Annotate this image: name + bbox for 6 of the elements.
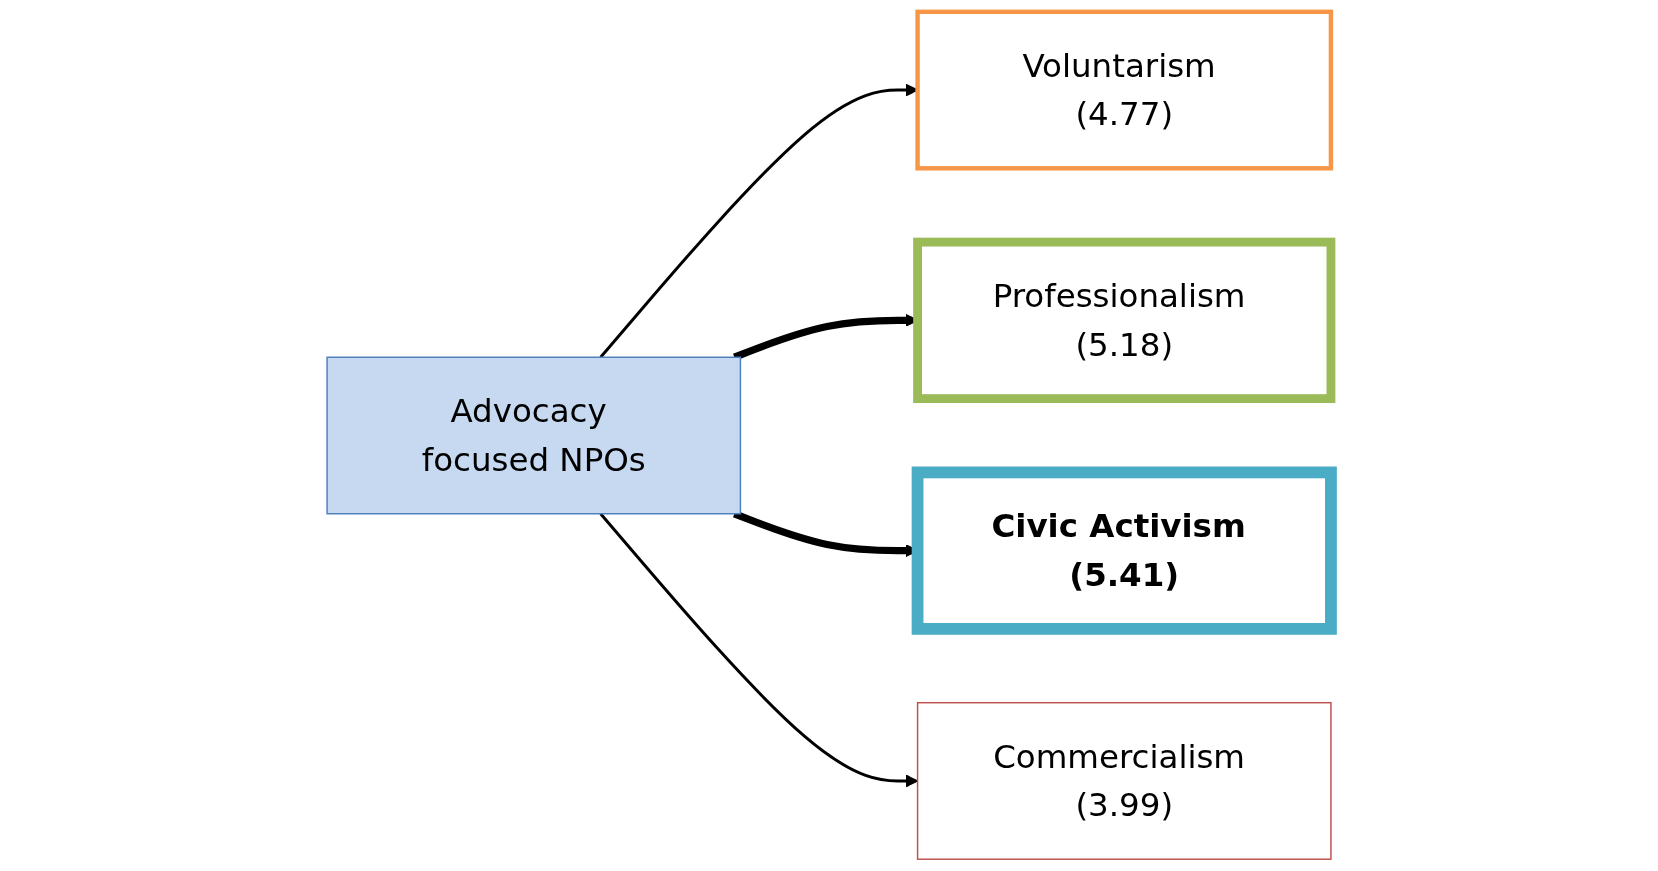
- node-box: Voluntarism (4.77): [915, 9, 1334, 171]
- arrow: [599, 512, 919, 788]
- node-box: Civic Activism (5.41): [911, 466, 1337, 635]
- node-box: Professionalism (5.18): [913, 237, 1336, 403]
- node-box: Commercialism (3.99): [916, 701, 1332, 860]
- node-box: Advocacy focused NPOs: [326, 356, 742, 515]
